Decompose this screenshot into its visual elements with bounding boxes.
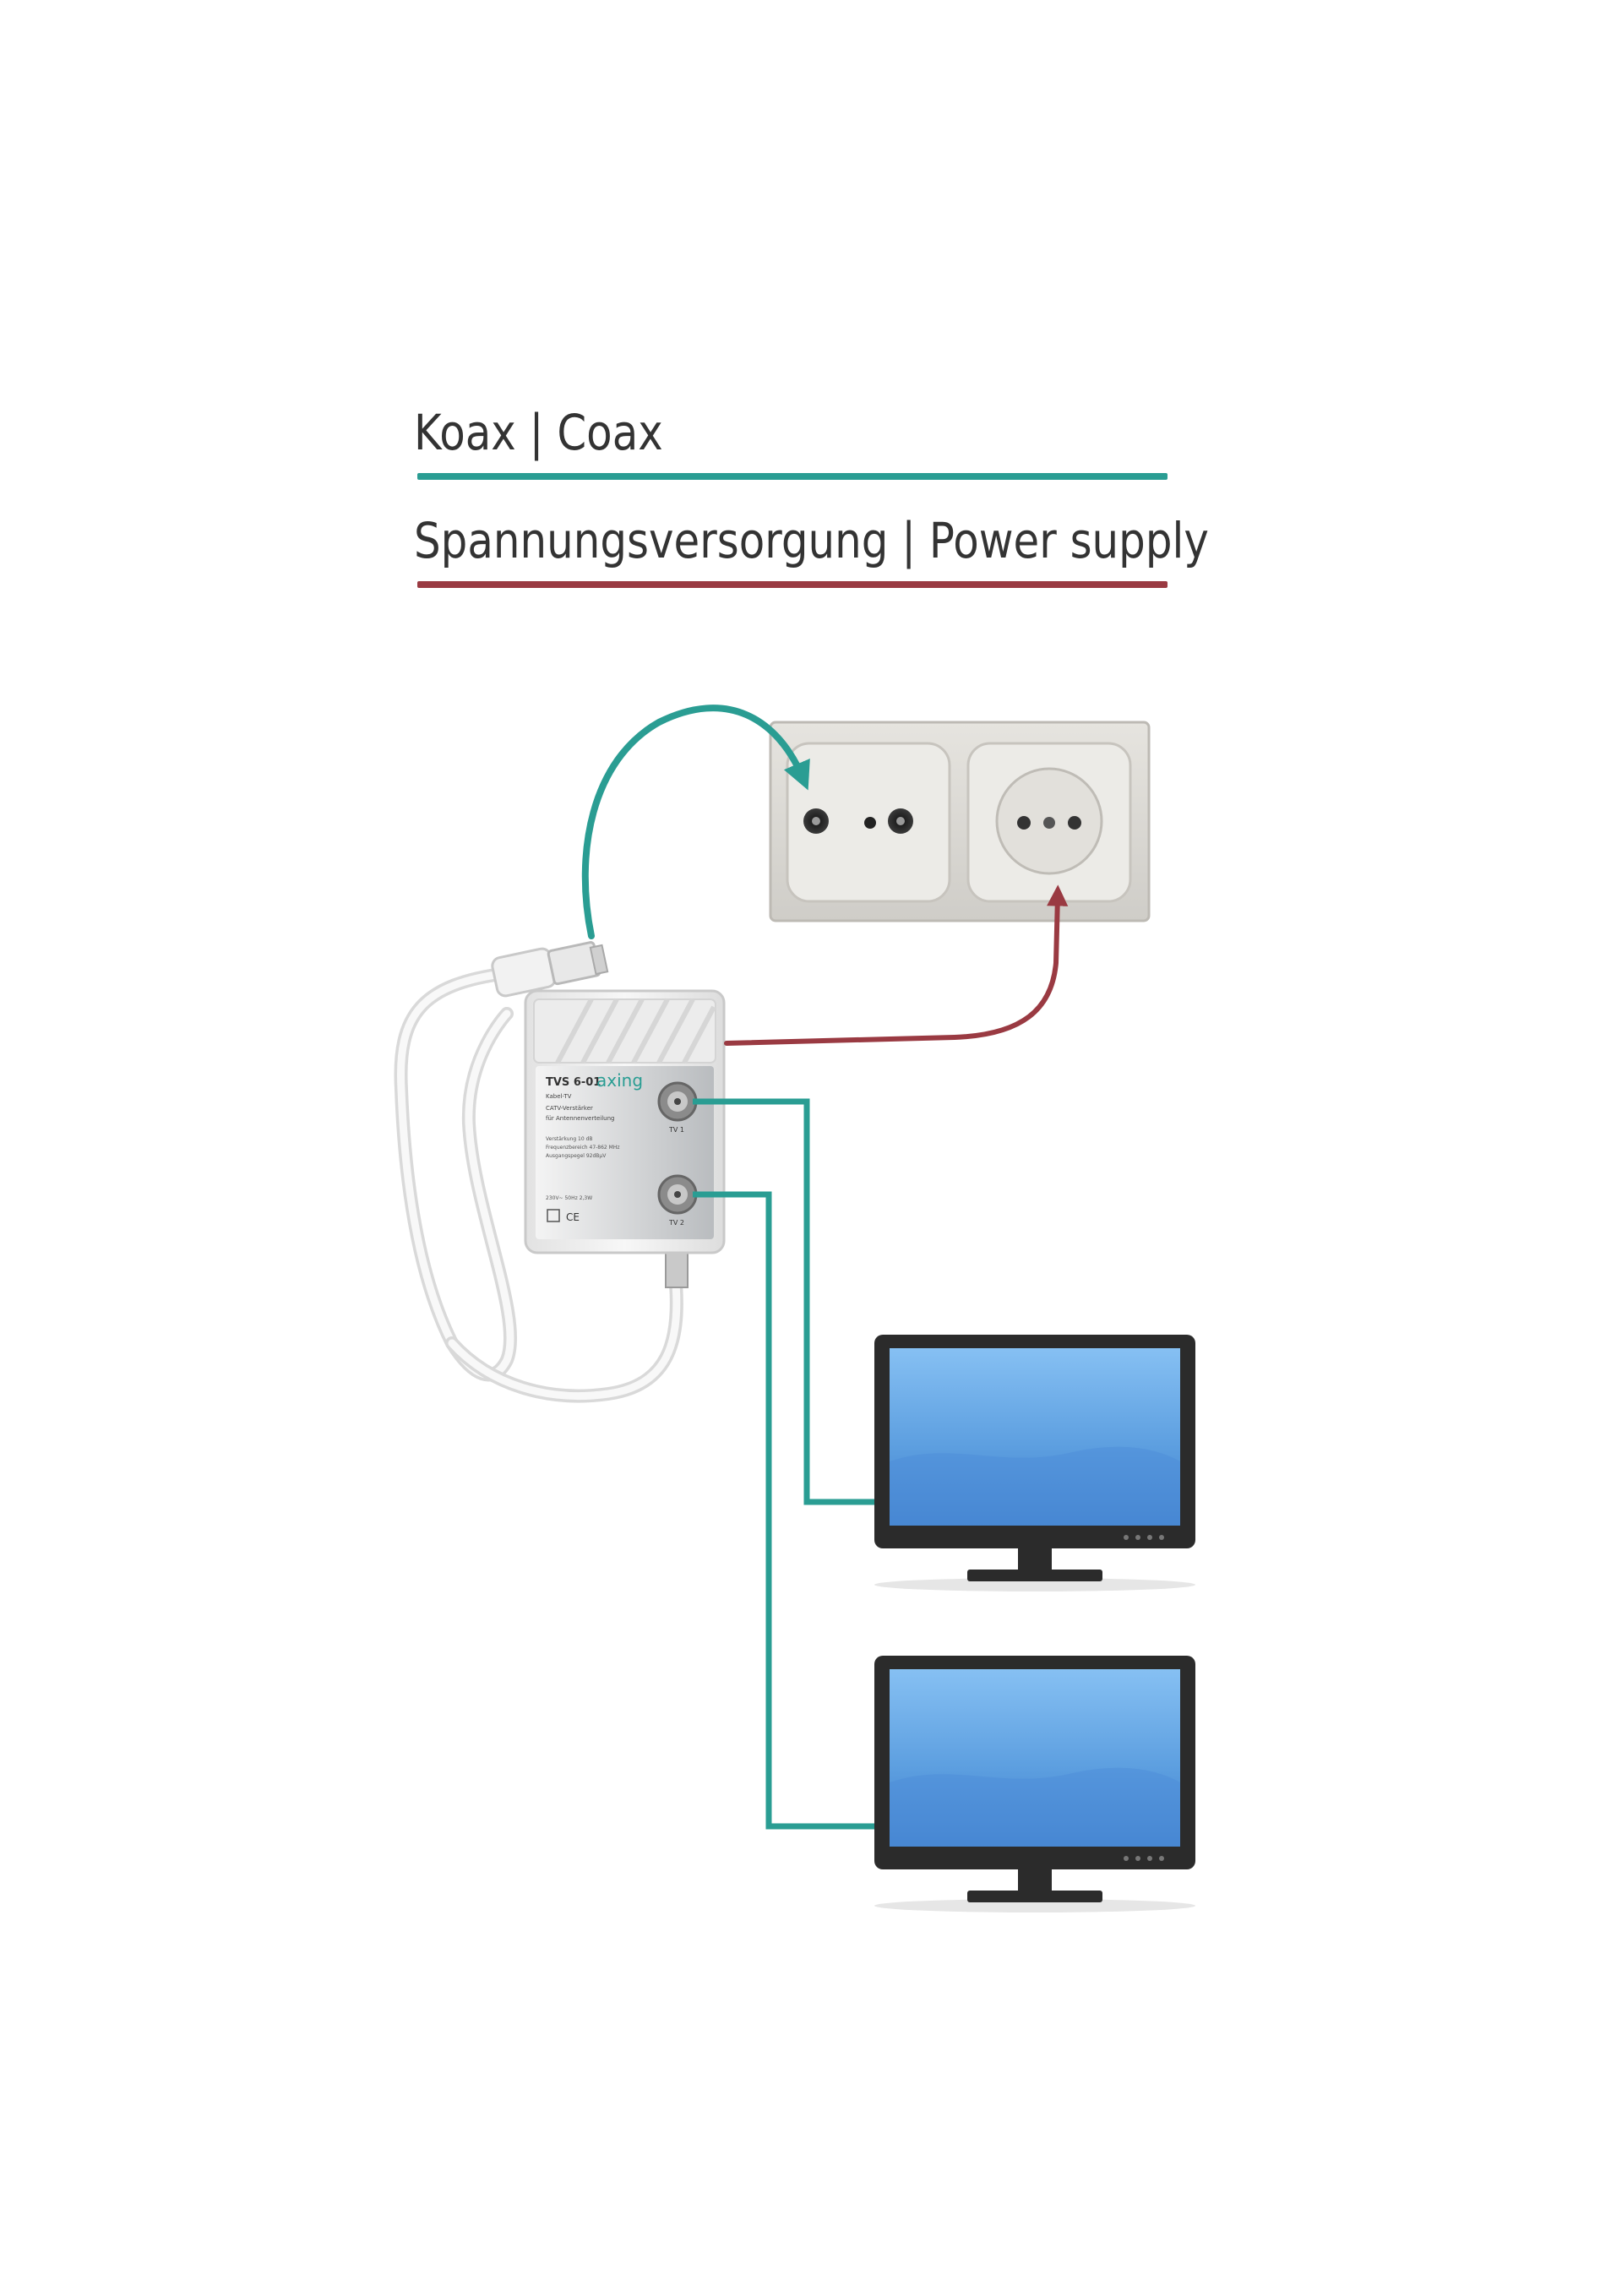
device-line2: CATV-Verstärker	[546, 1105, 593, 1112]
tv-1	[874, 1335, 1195, 1591]
antenna-socket	[786, 742, 951, 903]
legend-power-line	[417, 581, 1168, 588]
device-line3: für Antennenverteilung	[546, 1115, 614, 1122]
power-socket	[966, 742, 1132, 903]
device-spec1: Verstärkung 10 dB	[546, 1136, 593, 1142]
device-port-tv2-label: TV 2	[668, 1219, 684, 1227]
legend-power-label: Spannungsversorgung | Power supply	[414, 512, 1209, 569]
device-port-tv2: TV 2	[657, 1174, 698, 1227]
legend-coax-line	[417, 473, 1168, 480]
coax-line-to-tv2	[693, 1191, 879, 1830]
device-port-tv1-label: TV 1	[668, 1126, 684, 1134]
device-brand: axing	[596, 1070, 643, 1091]
device-model: TVS 6-01	[546, 1076, 601, 1089]
amplifier-device: TVS 6-01 axing Kabel-TV CATV-Verstärker …	[524, 989, 726, 1254]
device-line1: Kabel-TV	[546, 1093, 572, 1100]
device-spec2: Frequenzbereich 47-862 MHz	[546, 1145, 620, 1151]
coax-cable-white	[394, 941, 689, 1403]
device-spec3: Ausgangspegel 92dBµV	[546, 1153, 607, 1159]
coax-plug	[491, 941, 609, 998]
power-arrow-to-socket	[724, 884, 1069, 1046]
tv-2	[874, 1656, 1195, 1912]
wall-plate	[769, 721, 1151, 922]
coax-line-to-tv1	[693, 1098, 879, 1505]
legend-coax-label: Koax | Coax	[414, 404, 663, 461]
device-ribbed-top	[533, 998, 716, 1064]
device-ce-mark: CE	[566, 1211, 580, 1223]
device-footer: 230V~ 50Hz 2,3W	[546, 1195, 592, 1201]
coax-arrow-to-wall	[581, 705, 810, 939]
